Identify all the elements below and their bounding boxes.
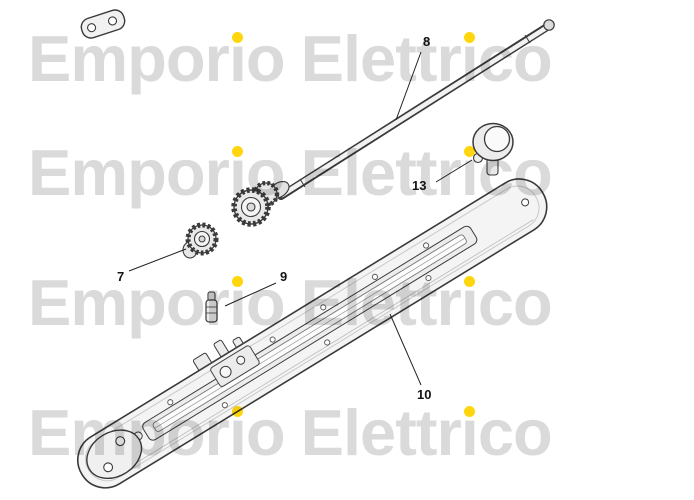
part-labels: 8 13 7 9 10 [117,34,431,402]
gear-hub [198,235,206,243]
mounting-bracket-part [80,9,126,39]
part-label-7: 7 [117,269,124,284]
gearbox-hub [236,355,246,365]
pin-part-9 [205,291,218,323]
screw-hole [371,273,378,280]
shaft-end-cap [543,19,555,31]
tip-hole [521,198,530,207]
gear-teeth [185,222,219,256]
screw-hole [320,304,327,311]
large-bevel-gear-teeth [231,187,271,227]
screw-hole [221,402,228,409]
screw-hole [425,275,432,282]
leader-line-8 [395,51,422,121]
bracket-hole [87,23,97,33]
screw-hole [423,242,430,249]
housing-line [115,219,534,476]
bevel-gear-pair-part [231,180,280,227]
leader-lines [128,51,473,386]
end-plate-hole [115,436,126,447]
leader-line-7 [128,248,187,272]
bracket-hole [107,16,118,26]
bearing-flange-part-13 [472,122,514,176]
screw-hole [167,399,174,406]
housing-part-10 [77,178,548,489]
part-label-8: 8 [423,34,430,49]
shaft-part-8 [268,19,555,200]
gear-part-7 [182,222,219,259]
end-plate [86,429,143,480]
part-label-9: 9 [280,269,287,284]
shaft-joint-line [299,178,306,188]
bracket-body [80,9,126,39]
leader-line-13 [435,159,473,183]
leader-line-10 [389,313,422,386]
pin-body [205,299,218,323]
shaft-joint-line [524,34,531,44]
gear-hub [246,202,256,212]
rail-line [154,237,466,429]
flange-bore [483,125,511,153]
shaft-highlight [279,25,549,198]
end-plate-hole [103,462,114,473]
screw-hole [269,336,276,343]
screw-hole [324,339,331,346]
housing-inner-edge [85,185,540,482]
part-label-10: 10 [417,387,431,402]
leader-line-9 [224,282,277,307]
part-label-13: 13 [412,178,426,193]
gearbox-hub [219,365,232,378]
